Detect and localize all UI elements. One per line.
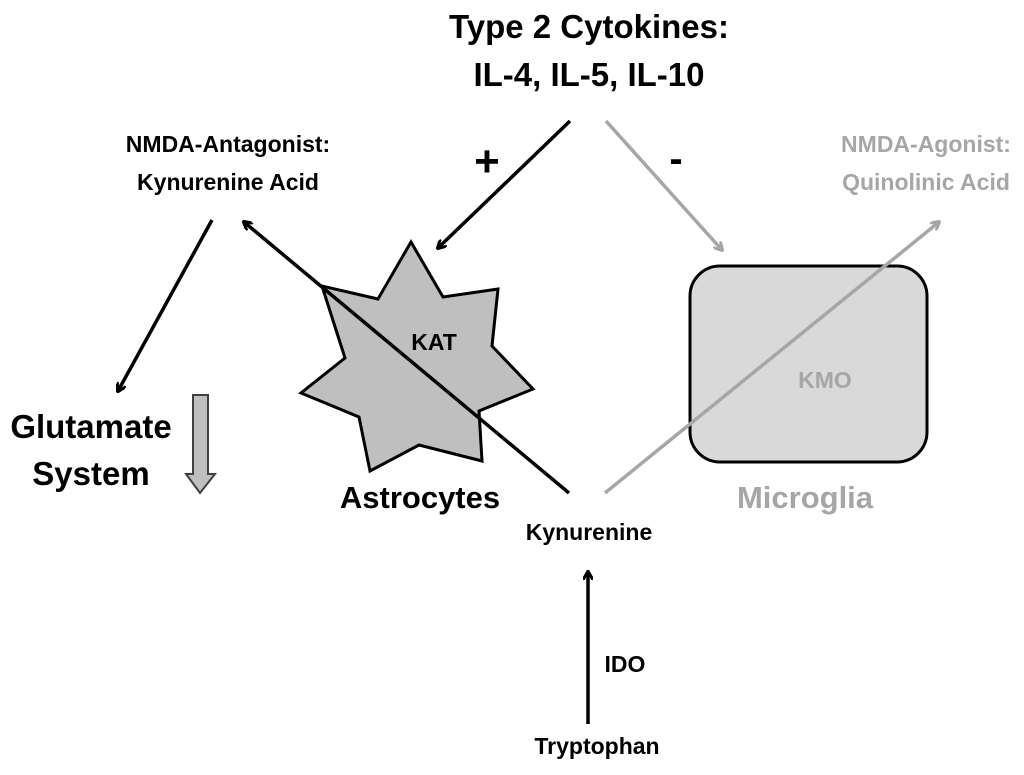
agonist-line2: Quinolinic Acid — [842, 169, 1010, 195]
minus-sign: - — [669, 137, 682, 181]
title-line2: IL-4, IL-5, IL-10 — [473, 56, 704, 93]
glutamate-line2: System — [32, 455, 149, 492]
decrease-down-arrow — [184, 394, 218, 495]
arrow-cytokines-to-astrocytes — [438, 119, 572, 248]
kynurenine-label: Kynurenine — [526, 519, 653, 545]
kmo-label: KMO — [798, 367, 852, 393]
arrow-kynurenine-to-antagonist — [244, 222, 571, 495]
arrow-kynurenine-to-agonist — [603, 222, 939, 495]
microglia-box — [688, 264, 929, 464]
arrow-antagonist-to-glutamate — [118, 219, 214, 391]
tryptophan-label: Tryptophan — [534, 733, 659, 759]
plus-sign: + — [474, 137, 500, 186]
antagonist-line2: Kynurenine Acid — [137, 169, 319, 195]
antagonist-line1: NMDA-Antagonist: — [126, 131, 330, 157]
astrocytes-label: Astrocytes — [340, 480, 500, 515]
glutamate-line1: Glutamate — [10, 408, 171, 445]
ido-label: IDO — [605, 651, 646, 677]
agonist-line1: NMDA-Agonist: — [841, 131, 1011, 157]
arrow-cytokines-to-microglia — [604, 119, 722, 250]
title-line1: Type 2 Cytokines: — [449, 8, 729, 45]
astrocyte-star — [298, 239, 536, 474]
kat-label: KAT — [411, 329, 457, 355]
microglia-label: Microglia — [737, 480, 874, 515]
